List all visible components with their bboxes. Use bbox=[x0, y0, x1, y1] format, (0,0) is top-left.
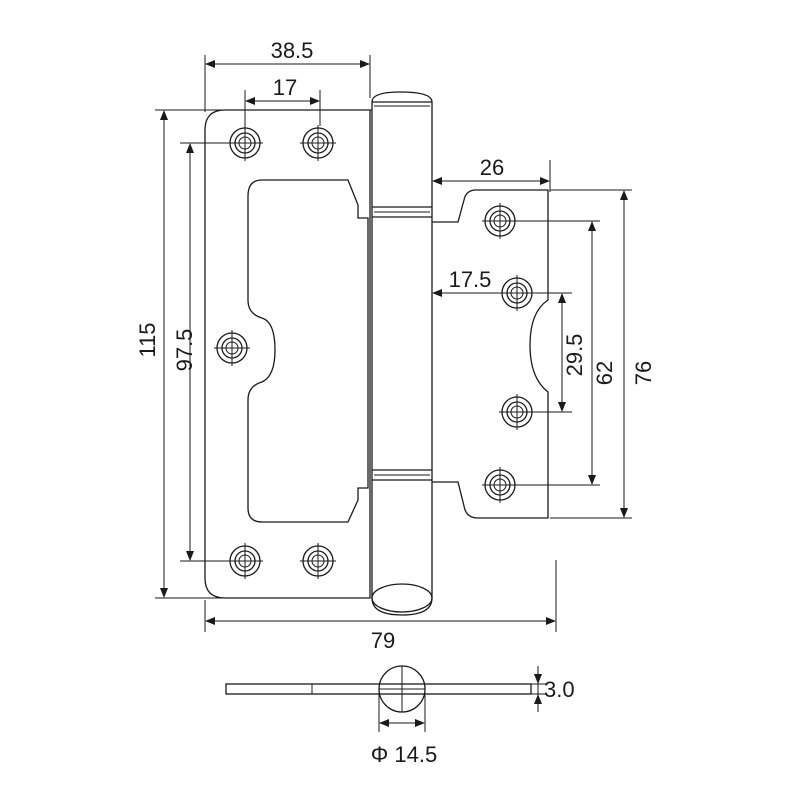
side-view: 3.0 Φ 14.5 bbox=[225, 665, 575, 767]
dim-right-leaf-width: 26 bbox=[480, 155, 504, 180]
countersunk-screw-hole-icon bbox=[481, 466, 519, 504]
countersunk-screw-hole-icon bbox=[226, 124, 264, 162]
dim-pin-diameter: Φ 14.5 bbox=[371, 742, 437, 767]
countersunk-screw-hole-icon bbox=[299, 542, 337, 580]
left-leaf bbox=[204, 109, 371, 599]
dim-right-inner-span: 29.5 bbox=[562, 334, 587, 377]
dim-right-hole-span: 62 bbox=[592, 361, 617, 385]
dim-right-leaf-height: 76 bbox=[631, 361, 656, 385]
dim-overall-width: 79 bbox=[371, 628, 395, 653]
dim-right-hole-offset: 17.5 bbox=[449, 267, 492, 292]
countersunk-screw-hole-icon bbox=[213, 329, 251, 367]
dim-left-hole-span: 97.5 bbox=[172, 329, 197, 372]
countersunk-screw-hole-icon bbox=[481, 202, 519, 240]
dimensions: 38.5 17 26 17.5 115 97.5 bbox=[135, 38, 656, 653]
dim-top-width: 38.5 bbox=[271, 38, 314, 63]
left-leaf-cutout bbox=[247, 179, 369, 523]
dim-thickness: 3.0 bbox=[544, 677, 575, 702]
dim-hole-spacing-top: 17 bbox=[273, 75, 297, 100]
screw-holes bbox=[213, 124, 536, 580]
countersunk-screw-hole-icon bbox=[299, 124, 337, 162]
hinge-knuckle bbox=[371, 91, 433, 616]
countersunk-screw-hole-icon bbox=[226, 542, 264, 580]
dim-overall-height: 115 bbox=[135, 322, 160, 357]
countersunk-screw-hole-icon bbox=[498, 393, 536, 431]
right-leaf bbox=[432, 189, 549, 519]
